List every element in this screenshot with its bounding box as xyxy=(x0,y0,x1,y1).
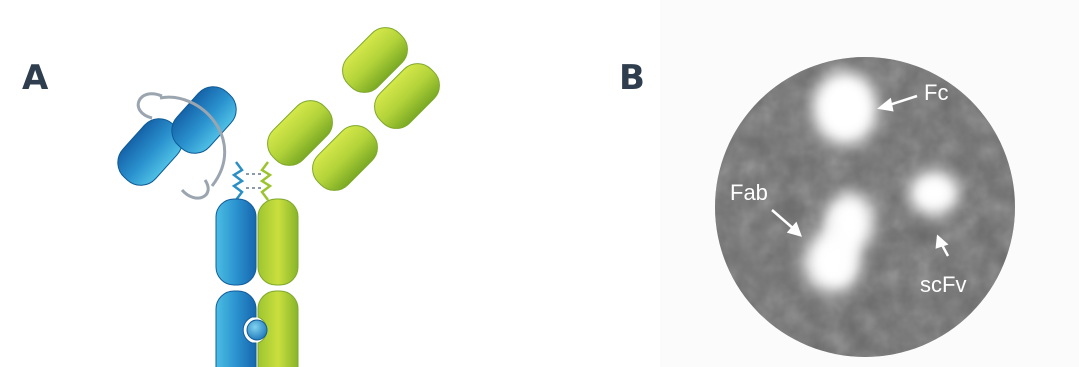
scfv-arm xyxy=(110,79,245,199)
antibody-schematic xyxy=(110,20,448,367)
fc-region xyxy=(216,199,298,367)
fc-domain-ch2-blue xyxy=(216,199,256,285)
knob-into-hole xyxy=(247,320,267,340)
fab-arm xyxy=(260,20,448,199)
hinge-region xyxy=(234,162,270,200)
em-micrograph: Fc Fab scFv xyxy=(660,0,1079,367)
fab-label: Fab xyxy=(730,180,768,205)
fc-label: Fc xyxy=(924,80,948,105)
scfv-label: scFv xyxy=(920,272,966,297)
fc-domain-ch2-green xyxy=(258,199,298,285)
